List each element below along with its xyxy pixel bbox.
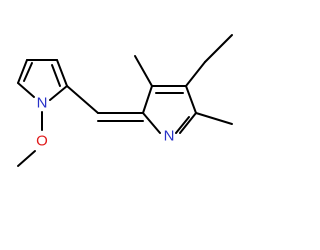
bond <box>17 150 36 167</box>
bond <box>195 112 233 125</box>
molecule-diagram: N O N <box>17 34 233 167</box>
bond <box>51 64 61 87</box>
bond <box>179 112 197 134</box>
bond <box>175 116 190 134</box>
bond <box>185 85 197 114</box>
bond <box>49 85 68 101</box>
bond <box>56 59 68 87</box>
atom-label-n-pyrrole: N <box>37 95 48 112</box>
bond <box>142 85 153 114</box>
bond <box>17 59 28 84</box>
bond <box>66 85 99 114</box>
bond <box>17 82 35 98</box>
atom-label-o-methoxy: O <box>36 133 48 150</box>
bond <box>134 55 153 87</box>
atom-label-n-pyrrolylidene: N <box>164 128 175 145</box>
structure-svg: N O N <box>17 34 233 167</box>
bond <box>23 62 33 82</box>
bond <box>204 34 233 63</box>
bond <box>185 61 206 87</box>
bond <box>142 112 161 134</box>
